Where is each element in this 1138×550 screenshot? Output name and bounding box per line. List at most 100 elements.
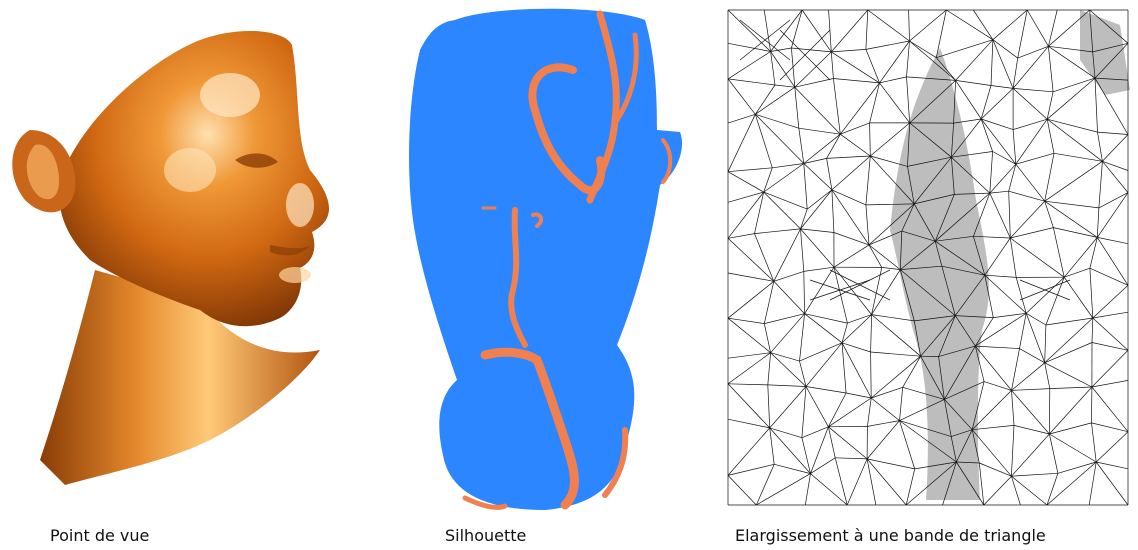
mesh-edge	[728, 168, 772, 172]
mesh-edge	[847, 459, 867, 505]
mesh-edge	[833, 79, 840, 135]
mesh-edge	[1097, 193, 1128, 238]
mesh-edge	[1095, 78, 1098, 132]
mesh-edge	[804, 164, 807, 210]
mesh-edge	[981, 119, 1013, 130]
caption-band: Elargissement à une bande de triangle	[735, 526, 1046, 545]
mesh-edge	[1053, 78, 1095, 92]
mesh-edge	[973, 10, 993, 40]
mesh-edge	[1012, 390, 1050, 434]
mesh-edge	[985, 275, 1016, 277]
mesh-edge	[909, 10, 910, 41]
mesh-edge	[834, 245, 869, 267]
mesh-edge	[831, 10, 868, 52]
mesh-edge	[771, 48, 792, 52]
mesh-edge	[801, 229, 834, 233]
mesh-edge	[728, 114, 755, 123]
mesh-edge	[1096, 462, 1128, 469]
mesh-edge	[880, 83, 910, 123]
mesh-edge	[755, 87, 795, 114]
mesh-edge	[868, 10, 910, 41]
mesh-edge	[1102, 135, 1128, 162]
mesh-edge	[771, 52, 795, 88]
mesh-edge	[795, 87, 841, 134]
mesh-edge	[770, 387, 806, 428]
mesh-edge	[1058, 462, 1096, 473]
mesh-edge	[801, 209, 808, 229]
mesh-edge	[728, 79, 755, 114]
mesh-edge	[1013, 119, 1047, 129]
mesh-edge	[828, 393, 846, 427]
mesh-edge	[972, 390, 1011, 429]
mesh-edge	[1049, 434, 1096, 462]
viewpoint-panel: Point de vue	[0, 0, 350, 520]
mesh-edge	[991, 40, 993, 86]
mesh-edge	[1048, 10, 1057, 46]
mesh-edge	[866, 205, 869, 245]
mesh-edge	[801, 190, 832, 229]
silhouette-render	[395, 0, 695, 520]
mesh-edge	[805, 267, 834, 314]
mesh-edge	[981, 119, 992, 152]
mesh-edge	[728, 114, 755, 171]
mesh-edge	[1099, 193, 1128, 208]
mesh-edge	[910, 41, 937, 58]
mesh-edge	[768, 385, 806, 387]
mesh-edge	[1011, 476, 1047, 505]
mesh-edge	[827, 134, 841, 158]
mesh-edge	[871, 398, 899, 421]
mesh-edge	[755, 234, 774, 282]
mesh-edge	[871, 315, 872, 352]
mesh-edge	[768, 385, 770, 428]
caption-viewpoint: Point de vue	[50, 526, 149, 545]
mesh-edge	[880, 41, 910, 83]
mesh-edge	[1092, 423, 1097, 462]
mesh-edge	[1047, 119, 1054, 153]
mesh-edge	[1054, 153, 1102, 161]
mesh-edge	[768, 353, 771, 385]
mesh-edge	[907, 77, 910, 123]
mesh-edge	[870, 123, 871, 156]
mesh-edge	[1010, 201, 1044, 238]
mesh-edge	[728, 475, 756, 505]
mesh-edge	[1009, 191, 1045, 201]
mesh-edge	[728, 273, 774, 281]
mesh-edge	[1092, 423, 1129, 432]
mesh-edge	[728, 52, 771, 79]
mesh-edge	[755, 114, 804, 163]
mesh-edge	[866, 156, 870, 205]
mesh-edge	[774, 464, 810, 473]
mesh-edge	[799, 128, 804, 163]
mesh-edge	[1012, 389, 1050, 391]
mesh-edge	[795, 87, 799, 128]
mesh-edge	[1064, 277, 1093, 318]
mesh-edge	[770, 428, 775, 464]
mesh-edge	[800, 343, 843, 361]
mesh-edge	[728, 43, 771, 51]
mesh-edge	[991, 86, 1013, 89]
mesh-edge	[900, 387, 903, 420]
mesh-edge	[990, 193, 1011, 238]
mesh-edge	[800, 314, 805, 361]
mesh-edge	[755, 114, 772, 168]
mesh-edge	[1098, 132, 1103, 161]
mesh-edge	[990, 191, 1009, 193]
mesh-edge	[774, 281, 805, 313]
mesh-edge	[771, 10, 803, 52]
mesh-edge	[1012, 390, 1015, 425]
mesh-edge	[775, 85, 795, 87]
mesh-edge	[1016, 153, 1054, 164]
mesh-edge	[728, 234, 755, 239]
mesh-edge	[728, 172, 764, 192]
mesh-edge	[811, 427, 829, 474]
mesh-edge	[1045, 363, 1050, 389]
mesh-edge	[993, 152, 1016, 165]
mesh-edge	[802, 438, 811, 474]
silhouette-panel: Silhouette	[395, 0, 695, 520]
mesh-edge	[728, 384, 770, 428]
triangle-mesh	[720, 0, 1138, 520]
mesh-edge	[801, 229, 835, 267]
mesh-edge	[1092, 343, 1128, 351]
mesh-edge	[1090, 268, 1093, 318]
mesh-edge	[835, 458, 867, 459]
